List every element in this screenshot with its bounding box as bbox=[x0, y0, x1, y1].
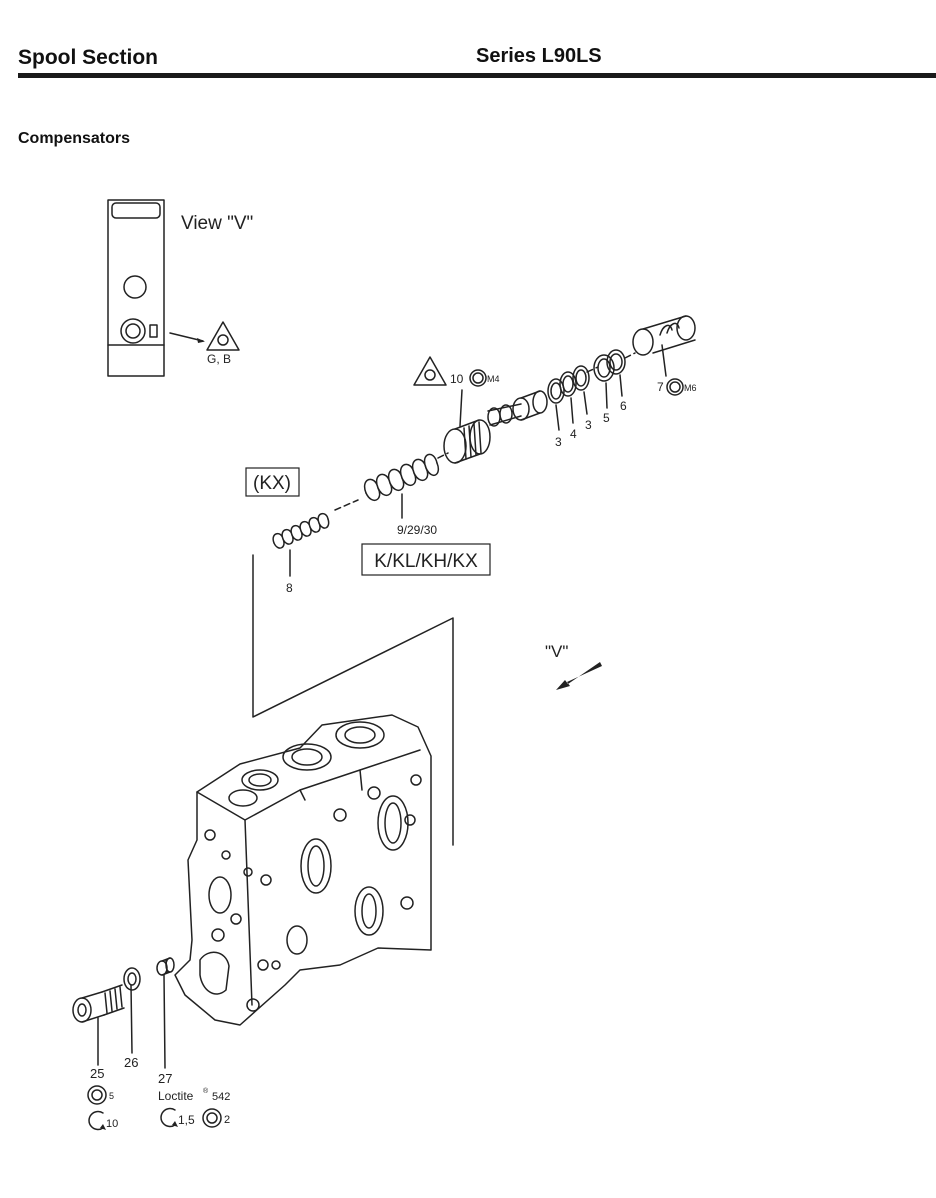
part-number-3: 3 bbox=[555, 435, 562, 449]
variants-label-box bbox=[361, 543, 491, 576]
assembly-bracket-line bbox=[252, 554, 454, 846]
kx-label-box bbox=[245, 467, 300, 497]
thread-size-m6: M6 bbox=[684, 383, 697, 393]
torque-25-value-a: 5 bbox=[109, 1091, 114, 1101]
view-marker-label: G, B bbox=[207, 352, 231, 366]
part-number-25: 25 bbox=[90, 1066, 104, 1081]
torque-ring-icon bbox=[469, 369, 487, 387]
torque-25-value-b: 10 bbox=[106, 1118, 118, 1130]
view-v-label: View "V" bbox=[181, 213, 253, 234]
loctite-label: Loctite bbox=[158, 1089, 194, 1103]
screw-25 bbox=[72, 984, 125, 1023]
part-number-26: 26 bbox=[124, 1055, 138, 1070]
part-number-4: 4 bbox=[570, 427, 577, 441]
variants-label: K/KL/KH/KX bbox=[374, 551, 478, 572]
loctite-registered-mark: ® bbox=[203, 1087, 209, 1095]
subsection-title: Compensators bbox=[18, 130, 131, 147]
view-direction-arrow bbox=[556, 662, 602, 690]
part-number-6: 6 bbox=[620, 399, 627, 413]
series-title: Series L90LS bbox=[476, 45, 602, 67]
valve-housing bbox=[174, 714, 432, 1026]
page-section-title: Spool Section bbox=[18, 46, 159, 69]
part-number-27: 27 bbox=[158, 1071, 172, 1086]
tool-marker-icon bbox=[206, 321, 240, 351]
part-number-9-29-30: 9/29/30 bbox=[397, 523, 437, 537]
compensator-spool bbox=[443, 419, 491, 464]
ring-5 bbox=[593, 354, 615, 382]
washer-26 bbox=[123, 967, 141, 991]
header-rule bbox=[18, 73, 936, 78]
plug-27 bbox=[156, 957, 175, 976]
tool-ring-icon bbox=[87, 1085, 107, 1105]
compensator-spring bbox=[363, 453, 439, 502]
part-number-7: 7 bbox=[657, 380, 664, 394]
torque-27-value-b: 2 bbox=[224, 1114, 230, 1126]
loctite-number: 542 bbox=[212, 1091, 230, 1103]
thread-size-m4: M4 bbox=[487, 374, 500, 384]
part-leader-lines bbox=[97, 344, 667, 1069]
tool-marker-icon-2 bbox=[413, 356, 447, 386]
view-pointer-arrowhead bbox=[197, 338, 205, 343]
kx-label: (KX) bbox=[253, 473, 291, 494]
torque-ring-icon bbox=[666, 378, 684, 396]
tool-ring-icon bbox=[202, 1108, 222, 1128]
o-ring-seal bbox=[572, 365, 590, 391]
part-number-3b: 3 bbox=[585, 418, 592, 432]
rotation-arrow-icon bbox=[160, 1107, 176, 1128]
center-axis bbox=[334, 352, 636, 511]
part-number-10: 10 bbox=[450, 372, 464, 386]
compensator-piston bbox=[487, 390, 548, 427]
part-number-8: 8 bbox=[286, 581, 293, 595]
ring-6 bbox=[606, 349, 626, 375]
view-arrow-label: "V" bbox=[545, 642, 568, 661]
backup-ring bbox=[559, 371, 577, 397]
part-number-5: 5 bbox=[603, 411, 610, 425]
torque-27-value-a: 1,5 bbox=[178, 1113, 195, 1127]
rotation-arrow-icon bbox=[88, 1110, 104, 1131]
kx-spring bbox=[272, 512, 330, 549]
compensator-cap bbox=[632, 315, 696, 356]
view-v-block bbox=[107, 199, 204, 377]
